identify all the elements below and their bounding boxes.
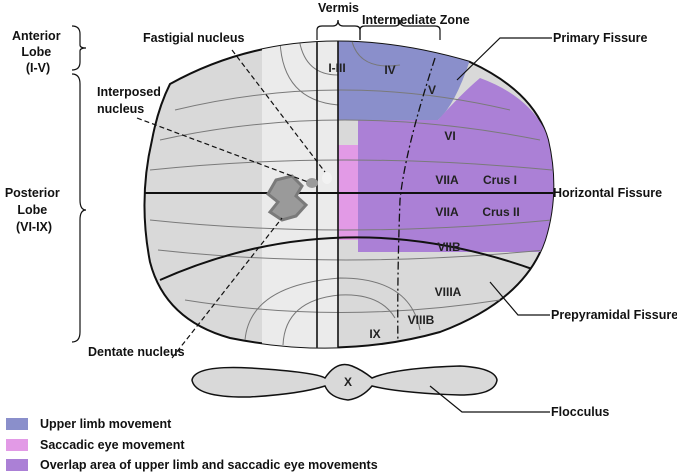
lobule-viiib-label: VIIIB [408, 313, 435, 327]
crus-i-label: Crus I [483, 173, 517, 187]
crus-ii-label: Crus II [482, 205, 519, 219]
intermediate-zone-boundary [397, 57, 436, 348]
lobe-braces [71, 25, 87, 343]
dentate-nucleus-label: Dentate nucleus [88, 345, 185, 359]
vermis-label: Vermis [318, 1, 359, 15]
dentate-nucleus-shape [266, 174, 309, 222]
lobule-viiia-label: VIIIA [435, 285, 462, 299]
lobule-viib-label: VIIB [437, 240, 461, 254]
fastigial-nucleus-label: Fastigial nucleus [143, 31, 244, 45]
anterior-lobe-brace [71, 25, 87, 71]
flocculus-outline [191, 363, 498, 401]
intermediate-zone-label: Intermediate Zone [362, 13, 470, 27]
deep-nuclei [266, 172, 332, 222]
legend-label-upper-limb: Upper limb movement [40, 417, 172, 431]
lobule-iv-label: IV [384, 63, 395, 77]
prepyramidal-fissure-line [159, 236, 536, 281]
flocculus: X [191, 363, 498, 401]
prepyramidal-fissure-label: Prepyramidal Fissure [551, 308, 677, 322]
posterior-lobe-label: Posterior Lobe (VI-IX) [5, 186, 63, 234]
legend-swatch-saccadic [6, 439, 28, 451]
lobule-ix-label: IX [369, 327, 380, 341]
legend-label-overlap: Overlap area of upper limb and saccadic … [40, 458, 378, 472]
horizontal-fissure-label: Horizontal Fissure [553, 186, 662, 200]
lobule-vi-label: VI [444, 129, 455, 143]
overlap-area [358, 78, 554, 252]
legend: Upper limb movement Saccadic eye movemen… [6, 417, 378, 472]
posterior-lobe-brace [71, 73, 87, 343]
interposed-nucleus-shape [306, 178, 318, 188]
lobule-i-iii-label: I-III [328, 61, 345, 75]
cerebellum-body [143, 40, 555, 349]
top-brackets [316, 19, 441, 40]
lobule-viia-upper-label: VIIA [435, 173, 459, 187]
lobule-viia-lower-label: VIIA [435, 205, 459, 219]
lobule-v-label: V [428, 83, 436, 97]
legend-swatch-upper-limb [6, 418, 28, 430]
legend-swatch-overlap [6, 459, 28, 471]
anterior-lobe-label: Anterior Lobe (I-V) [12, 29, 64, 75]
fastigial-nucleus-shape [322, 172, 332, 184]
primary-fissure-label: Primary Fissure [553, 31, 648, 45]
lobule-x-label: X [344, 375, 352, 389]
flocculus-label: Flocculus [551, 405, 609, 419]
lobule-labels: I-III IV V VI VIIA Crus I VIIA Crus II V… [328, 61, 519, 341]
interposed-nucleus-label: Interposed nucleus [97, 85, 164, 116]
legend-label-saccadic: Saccadic eye movement [40, 438, 185, 452]
